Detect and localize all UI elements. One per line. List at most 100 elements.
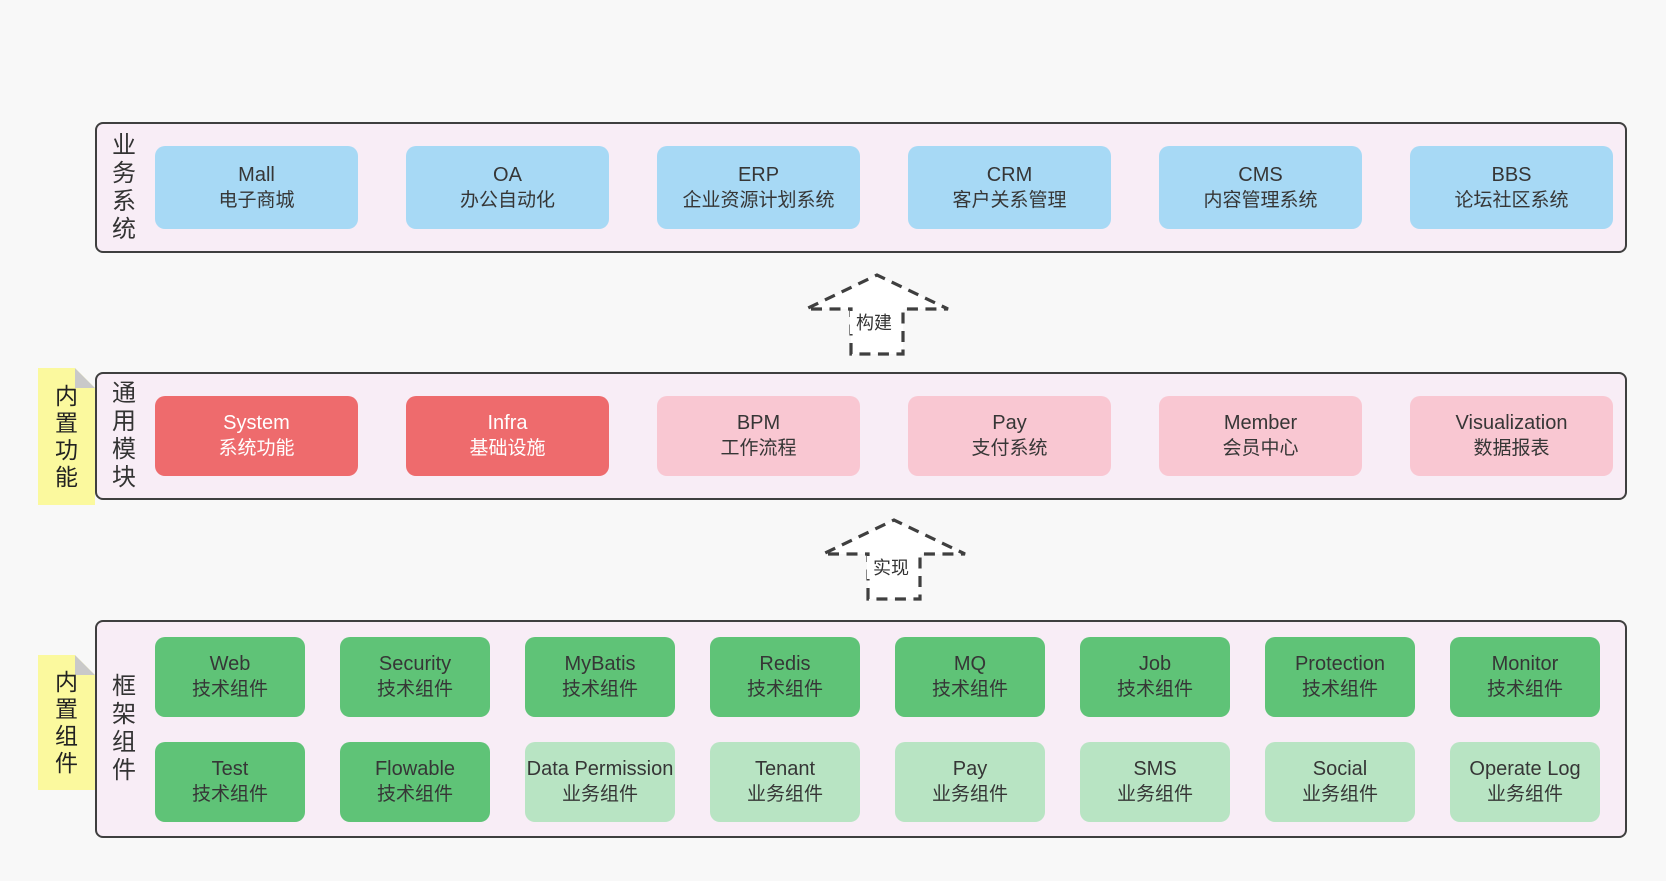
module-title: Member <box>1223 412 1298 434</box>
module-title: SMS <box>1133 757 1177 780</box>
module-title: Redis <box>759 652 811 675</box>
module-box-protection: Protection 技术组件 <box>1265 636 1415 717</box>
module-subtitle: 基础设施 <box>469 438 546 459</box>
module-box-visualization: Visualization 数据报表 <box>1410 396 1613 476</box>
sticky-note-builtin-components: 内置组件 <box>38 655 95 790</box>
module-box-tenant: Tenant 业务组件 <box>710 741 860 822</box>
module-subtitle: 技术组件 <box>191 678 268 700</box>
module-title: ERP <box>737 163 780 186</box>
module-title: Protection <box>1294 652 1386 675</box>
module-subtitle: 支付系统 <box>971 438 1048 459</box>
module-subtitle: 业务组件 <box>1301 783 1378 805</box>
module-subtitle: 技术组件 <box>1486 678 1563 700</box>
module-title: Security <box>378 652 452 675</box>
band-label: 通用模块 <box>112 380 136 491</box>
module-title: Test <box>211 757 249 780</box>
module-subtitle: 技术组件 <box>561 678 638 700</box>
band-rows: Mall 电子商城 OA 办公自动化 ERP 企业资源计划系统 CRM 客户关系管理 CMS 内容… <box>155 124 1613 251</box>
arrow-implement-icon: 实现 <box>822 518 966 601</box>
module-title: MyBatis <box>564 652 636 675</box>
module-title: Monitor <box>1491 652 1559 675</box>
module-box-oa: OA 办公自动化 <box>406 146 609 229</box>
module-subtitle: 技术组件 <box>376 678 453 700</box>
module-subtitle: 工作流程 <box>720 438 797 459</box>
module-title: Pay <box>952 757 988 780</box>
module-title: Pay <box>992 412 1027 434</box>
module-subtitle: 技术组件 <box>1116 678 1193 700</box>
module-title: CMS <box>1238 163 1283 186</box>
module-box-flowable: Flowable 技术组件 <box>340 741 490 822</box>
module-title: Job <box>1138 652 1172 675</box>
arrow-build-icon: 构建 <box>805 273 949 356</box>
module-subtitle: 业务组件 <box>1486 783 1563 805</box>
module-box-mall: Mall 电子商城 <box>155 146 358 229</box>
arrow-label: 实现 <box>873 558 909 578</box>
module-subtitle: 技术组件 <box>191 783 268 805</box>
module-box-pay: Pay 支付系统 <box>908 396 1111 476</box>
module-box-pay: Pay 业务组件 <box>895 741 1045 822</box>
module-title: CRM <box>986 163 1033 186</box>
arrow-label-bg <box>867 556 915 579</box>
arrow-label-bg <box>850 311 898 334</box>
module-subtitle: 电子商城 <box>218 189 295 211</box>
module-box-erp: ERP 企业资源计划系统 <box>657 146 860 229</box>
module-title: MQ <box>953 652 987 675</box>
module-title: OA <box>493 163 522 186</box>
module-box-social: Social 业务组件 <box>1265 741 1415 822</box>
module-box-operate-log: Operate Log 业务组件 <box>1450 741 1600 822</box>
module-subtitle: 内容管理系统 <box>1203 189 1318 211</box>
module-subtitle: 技术组件 <box>931 678 1008 700</box>
module-subtitle: 业务组件 <box>931 783 1008 805</box>
band-label: 框架组件 <box>112 673 136 784</box>
module-subtitle: 数据报表 <box>1473 438 1550 459</box>
module-title: Data Permission <box>526 757 674 780</box>
sticky-note-label: 内置功能 <box>55 382 78 490</box>
sticky-note-label: 内置组件 <box>55 668 78 776</box>
module-subtitle: 技术组件 <box>1301 678 1378 700</box>
module-box-data-permission: Data Permission 业务组件 <box>525 741 675 822</box>
module-subtitle: 业务组件 <box>561 783 638 805</box>
module-title: Tenant <box>754 757 816 780</box>
module-title: Flowable <box>374 757 456 780</box>
module-subtitle: 业务组件 <box>746 783 823 805</box>
module-box-cms: CMS 内容管理系统 <box>1159 146 1362 229</box>
band-label: 业务系统 <box>112 131 136 243</box>
module-box-mybatis: MyBatis 技术组件 <box>525 636 675 717</box>
module-box-job: Job 技术组件 <box>1080 636 1230 717</box>
module-box-member: Member 会员中心 <box>1159 396 1362 476</box>
module-box-crm: CRM 客户关系管理 <box>908 146 1111 229</box>
module-title: Social <box>1312 757 1368 780</box>
module-title: Operate Log <box>1469 757 1581 780</box>
module-title: Mall <box>238 163 275 186</box>
module-title: System <box>223 412 290 434</box>
module-title: Visualization <box>1455 412 1568 434</box>
module-box-mq: MQ 技术组件 <box>895 636 1045 717</box>
module-subtitle: 企业资源计划系统 <box>682 189 835 211</box>
module-box-bbs: BBS 论坛社区系统 <box>1410 146 1613 229</box>
module-subtitle: 会员中心 <box>1222 438 1299 459</box>
band-business-systems: 业务系统 Mall 电子商城 OA 办公自动化 ERP 企业资源计划系统 CRM 客户关系管理… <box>95 122 1627 253</box>
module-subtitle: 客户关系管理 <box>952 189 1067 211</box>
module-box-sms: SMS 业务组件 <box>1080 741 1230 822</box>
module-title: BBS <box>1491 163 1532 186</box>
module-subtitle: 论坛社区系统 <box>1454 189 1569 211</box>
module-box-security: Security 技术组件 <box>340 636 490 717</box>
module-subtitle: 业务组件 <box>1116 783 1193 805</box>
module-box-monitor: Monitor 技术组件 <box>1450 636 1600 717</box>
arrow-label: 构建 <box>856 313 892 333</box>
module-box-test: Test 技术组件 <box>155 741 305 822</box>
module-subtitle: 办公自动化 <box>459 189 555 211</box>
box-row: Mall 电子商城 OA 办公自动化 ERP 企业资源计划系统 CRM 客户关系管理 CMS 内容… <box>155 146 1613 229</box>
module-subtitle: 技术组件 <box>376 783 453 805</box>
